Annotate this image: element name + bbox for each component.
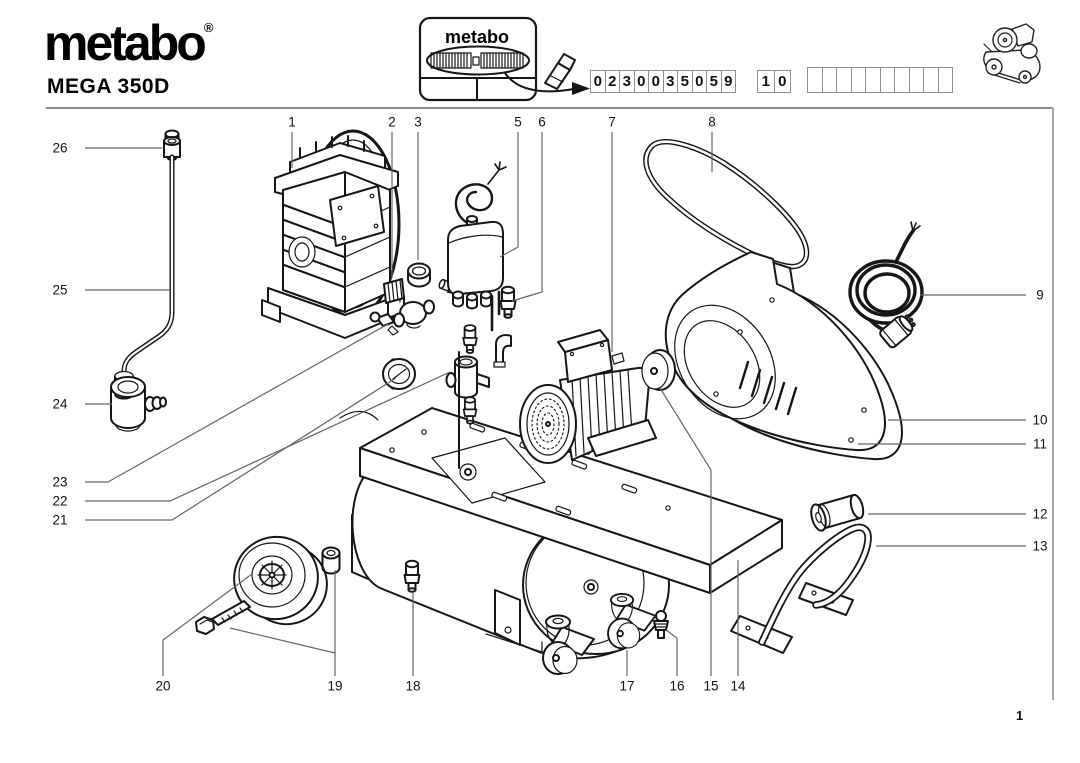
metabo-logo: metabo® — [44, 18, 213, 68]
pressure-switch — [447, 161, 507, 332]
check-valve-24 — [110, 376, 167, 432]
leader-line-22 — [85, 371, 451, 502]
manifold-group — [445, 324, 512, 469]
motor-pulley — [641, 349, 676, 391]
drive-belt — [643, 139, 810, 270]
leader-line-16 — [665, 629, 678, 676]
empty-cell[interactable] — [923, 67, 939, 93]
header-rule — [46, 107, 1053, 109]
model-title: MEGA 350D — [47, 75, 170, 98]
compressor-thumbnail — [983, 23, 1041, 84]
empty-cell[interactable] — [894, 67, 910, 93]
empty-cell[interactable] — [937, 67, 953, 93]
extra-digit-cell: 1 — [757, 70, 775, 93]
empty-cell[interactable] — [821, 67, 837, 93]
serial-digit-cell: 0 — [691, 70, 707, 93]
leader-line-5 — [499, 132, 519, 258]
serial-digit-cell: 0 — [648, 70, 664, 93]
brand-wordmark: metabo — [44, 15, 207, 71]
serial-digit-cell: 5 — [677, 70, 693, 93]
wheel-group — [195, 535, 341, 635]
barcode-ellipse — [426, 45, 530, 76]
serial-digit-cell: 9 — [720, 70, 736, 93]
label-arrow — [504, 72, 575, 93]
empty-cell[interactable] — [850, 67, 866, 93]
leader-line-23 — [85, 323, 389, 483]
handle-tube — [730, 523, 872, 654]
leader-line-21 — [85, 377, 397, 521]
serial-digit-cell: 2 — [604, 70, 620, 93]
motor — [519, 329, 676, 464]
leader-line-15 — [659, 387, 712, 676]
power-cable — [848, 221, 924, 349]
motor-foot — [587, 419, 657, 457]
leader-line-20 — [162, 573, 253, 676]
safety-valve-group — [369, 262, 465, 336]
extra-digit-cell: 0 — [773, 70, 791, 93]
leader-line-6 — [511, 132, 543, 302]
serial-digit-cell: 0 — [590, 70, 606, 93]
empty-cell[interactable] — [836, 67, 852, 93]
serial-digit-cell: 0 — [633, 70, 649, 93]
empty-cell[interactable] — [865, 67, 881, 93]
cable-plug — [879, 314, 916, 349]
label-arrowhead — [572, 82, 590, 95]
serial-digit-cell: 5 — [706, 70, 722, 93]
elbow-fitting — [495, 334, 512, 365]
pen-icon — [544, 53, 576, 90]
empty-cell[interactable] — [807, 67, 823, 93]
small-valve-23-target — [369, 311, 399, 336]
order-label-brand: metabo — [445, 27, 509, 47]
serial-digit-cell: 3 — [662, 70, 678, 93]
order-label-card: metabo — [418, 16, 590, 102]
belt-guard-cover — [664, 251, 886, 452]
valve-16 — [653, 610, 669, 639]
registered-mark: ® — [203, 20, 214, 35]
axle-bolt — [195, 600, 251, 635]
plate-recess — [431, 437, 546, 504]
tank-assembly — [339, 407, 783, 660]
page-number: 1 — [1016, 708, 1024, 723]
handle-grip — [810, 493, 865, 532]
wheel-spacer — [321, 546, 341, 575]
pump-assembly — [261, 129, 405, 339]
empty-cell[interactable] — [908, 67, 924, 93]
belt-guard — [664, 251, 903, 461]
serial-digit-cell: 3 — [619, 70, 635, 93]
empty-write-in-cells[interactable] — [807, 67, 953, 93]
leader-line-19 — [229, 627, 336, 654]
right-border — [1052, 108, 1054, 700]
empty-cell[interactable] — [879, 67, 895, 93]
